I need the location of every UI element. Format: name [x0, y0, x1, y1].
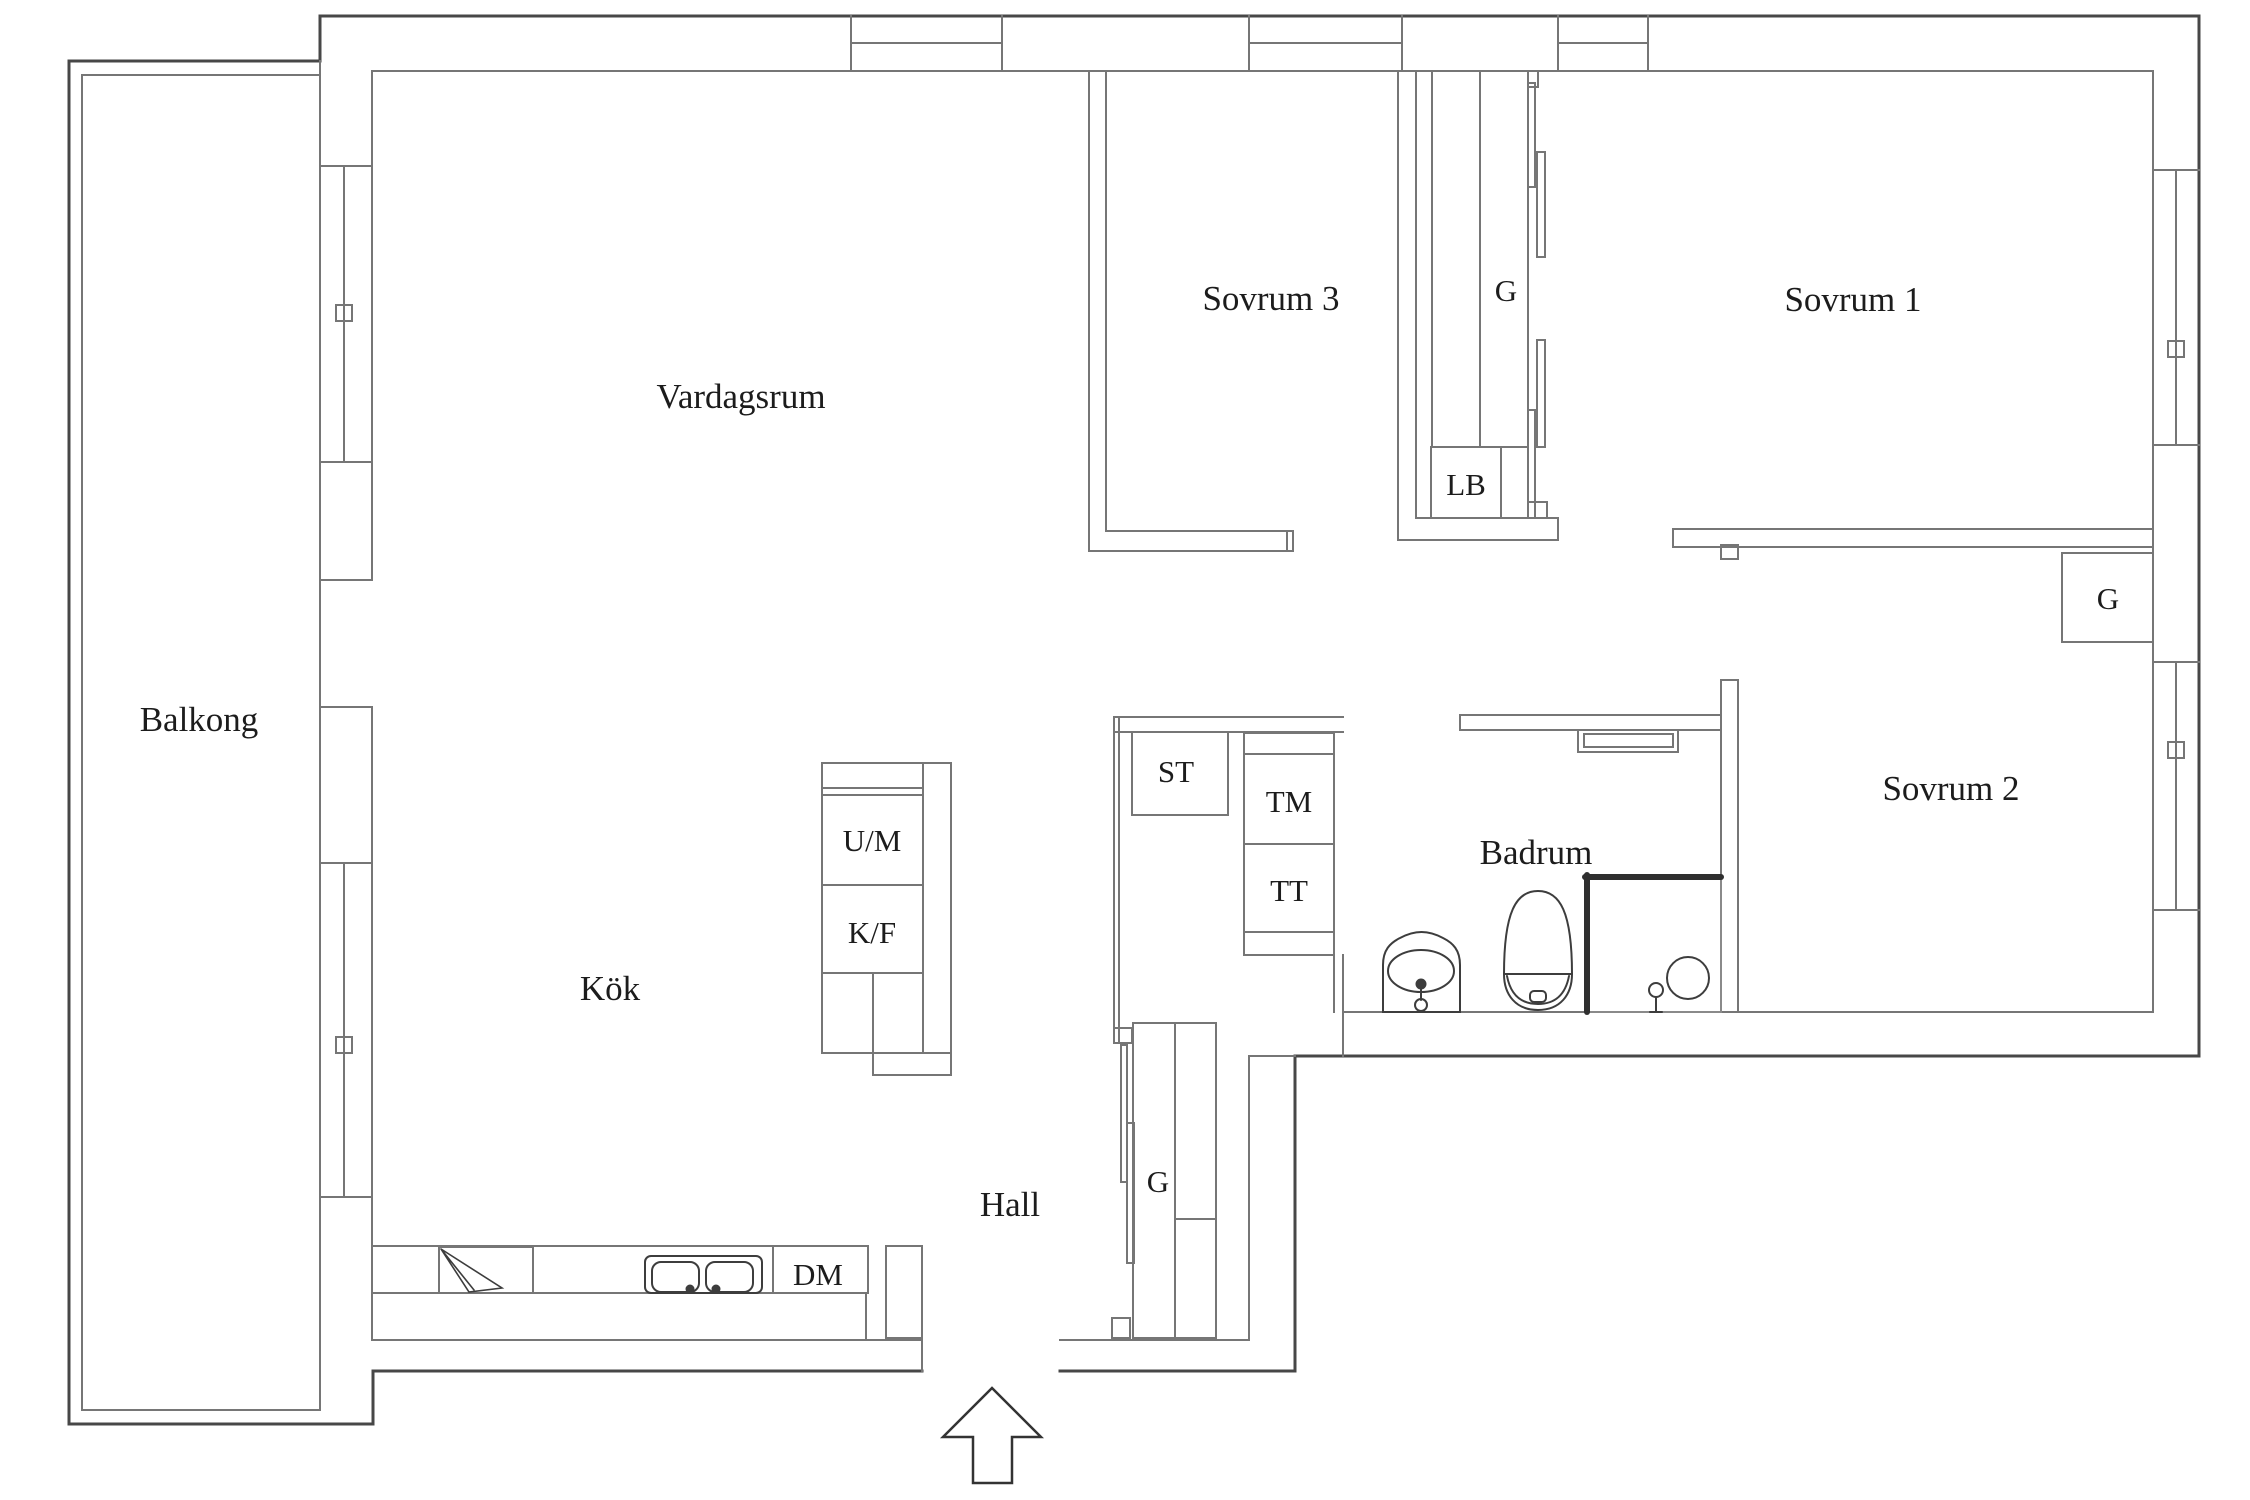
appliance-label-tt: TT	[1270, 873, 1308, 908]
toilet-seat-curve	[1506, 975, 1570, 1006]
shower-stall	[1584, 874, 1722, 1013]
wardrobe-g-top	[1430, 70, 1548, 519]
wardrobe-sliding-panel-3	[1536, 339, 1546, 448]
closet-label-g-top: G	[1495, 273, 1517, 308]
room-label-kok: Kök	[580, 969, 641, 1008]
wardrobe-door-notch-top	[1527, 70, 1539, 88]
top-wall-and-windows	[371, 15, 2154, 72]
right-wall-and-windows	[2152, 70, 2200, 1013]
window-marker-boxes	[335, 304, 2185, 1054]
washbasin-body	[1382, 931, 1461, 1013]
washbasin-tap-knob	[1414, 998, 1428, 1012]
room-label-sovrum3: Sovrum 3	[1202, 279, 1339, 318]
badrum-niche-outer	[1577, 729, 1679, 753]
wardrobe-g-top-frame	[1431, 70, 1529, 448]
kitchen-tall-unit-dividers	[821, 762, 952, 1076]
room-label-sovrum2: Sovrum 2	[1882, 769, 2019, 808]
kitchen-sink-tap-left	[685, 1284, 695, 1294]
hall-wall-foot-bottom	[1111, 1317, 1131, 1339]
toilet-icon	[1502, 889, 1574, 1012]
badrum-niche-inner	[1583, 733, 1674, 748]
kitchen-sink-basin-right	[705, 1261, 754, 1293]
closet-label-st: ST	[1158, 754, 1194, 789]
sovrum2-door-jamb	[1720, 544, 1739, 560]
wardrobe-g-sovrum2	[2061, 552, 2154, 643]
lb-box	[1430, 446, 1502, 519]
toilet-bowl-outline	[1502, 889, 1574, 1012]
toilet-flush	[1529, 990, 1547, 1003]
kitchen-counter	[371, 1245, 869, 1341]
hall-sliding-panel-1	[1120, 1044, 1128, 1183]
kitchen-counter-slab	[371, 1292, 867, 1341]
left-wall-and-balcony	[81, 60, 373, 1411]
room-label-balkong: Balkong	[140, 700, 259, 739]
corner-cabinet-icon	[440, 1248, 505, 1293]
hall-wall-foot-top	[1113, 1027, 1133, 1044]
hall-sliding-panel-2	[1126, 1122, 1135, 1264]
kitchen-tall-unit	[821, 762, 952, 1076]
tm-tt-dividers	[1243, 753, 1335, 933]
window-marker-right-2	[2167, 741, 2185, 759]
shower-mixer-knob	[1648, 982, 1664, 998]
room-label-sovrum1: Sovrum 1	[1784, 280, 1921, 319]
wardrobe-sliding-panel-1	[1527, 82, 1536, 188]
hall-wardrobe-dividers	[1174, 1022, 1217, 1339]
appliance-label-um: U/M	[843, 823, 902, 858]
appliance-label-tm: TM	[1266, 784, 1313, 819]
window-marker-right-1	[2167, 340, 2185, 358]
badrum-niche	[1577, 729, 1679, 753]
room-label-vardagsrum: Vardagsrum	[656, 377, 825, 416]
kitchen-sink-icon	[644, 1255, 763, 1294]
room-label-badrum: Badrum	[1480, 833, 1593, 872]
closet-label-lb: LB	[1446, 467, 1486, 502]
entry-arrow-icon	[939, 1386, 1045, 1485]
wardrobe-door-notch-bottom	[1527, 501, 1548, 519]
kitchen-sink-rim	[644, 1255, 763, 1294]
shower-drain-circle	[1666, 956, 1710, 1000]
appliance-label-kf: K/F	[848, 915, 896, 950]
room-label-hall: Hall	[980, 1185, 1041, 1224]
window-marker-left-2	[335, 1036, 353, 1054]
window-marker-left-1	[335, 304, 353, 322]
hall-wardrobe	[1111, 1022, 1217, 1339]
shower-mixer-stem	[1649, 996, 1663, 1013]
shower-icon	[1582, 872, 1724, 1015]
st-closet	[1131, 731, 1229, 816]
washbasin-icon	[1382, 931, 1461, 1013]
kitchen-sink-tap-right	[711, 1284, 721, 1294]
appliance-label-dm: DM	[793, 1257, 843, 1292]
kitchen-sink-basin-left	[651, 1261, 700, 1293]
closet-label-g-sovrum2: G	[2097, 581, 2119, 616]
wardrobe-sliding-panel-2	[1536, 151, 1546, 258]
interior-partition-walls	[371, 70, 2154, 1372]
kitchen-counter-lines	[371, 1245, 869, 1294]
closet-label-g-hall: G	[1147, 1164, 1169, 1199]
